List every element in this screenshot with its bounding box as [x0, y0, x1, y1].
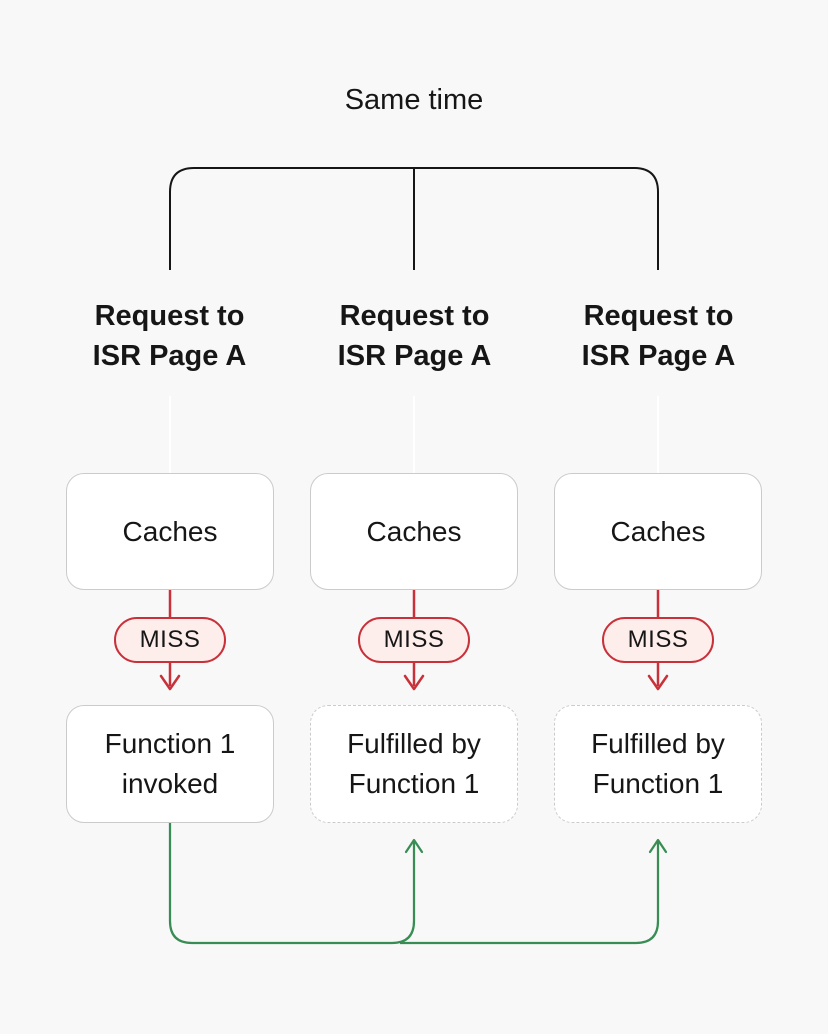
fulfilled-box-3-line2: Function 1 — [592, 768, 724, 799]
request-label-3-line1: Request to — [583, 300, 734, 332]
cache-box-3: Caches — [554, 473, 762, 590]
cache-box-3-label: Caches — [610, 515, 706, 547]
function-invoked-line2: invoked — [121, 768, 219, 799]
cache-box-2: Caches — [310, 473, 518, 590]
cache-box-2-label: Caches — [366, 515, 462, 547]
miss-badge-1-label: MISS — [139, 626, 201, 653]
same-time-bracket — [169, 167, 659, 270]
diagram-title: Same time — [344, 84, 484, 116]
miss-badge-2-label: MISS — [383, 626, 445, 653]
fulfillment-path-to-column-3 — [400, 842, 660, 945]
fulfilled-box-3: Fulfilled by Function 1 — [554, 705, 762, 823]
miss-badge-3: MISS — [602, 617, 714, 663]
miss-arrow-head-2 — [403, 674, 425, 691]
request-label-1: Request to ISR Page A — [64, 296, 275, 376]
cache-box-1: Caches — [66, 473, 274, 590]
cache-box-1-label: Caches — [122, 515, 218, 547]
fulfillment-path-to-column-2 — [168, 822, 416, 945]
fulfilled-box-2-line1: Fulfilled by — [347, 728, 481, 759]
fulfillment-arrow-head-3 — [648, 838, 668, 854]
miss-badge-1: MISS — [114, 617, 226, 663]
miss-arrow-head-3 — [647, 674, 669, 691]
request-label-3: Request to ISR Page A — [553, 296, 764, 376]
request-label-2-line1: Request to — [339, 300, 490, 332]
request-label-3-line2: ISR Page A — [581, 340, 736, 372]
function-invoked-line1: Function 1 — [104, 728, 236, 759]
miss-badge-2: MISS — [358, 617, 470, 663]
request-label-1-line1: Request to — [94, 300, 245, 332]
fulfilled-box-2: Fulfilled by Function 1 — [310, 705, 518, 823]
request-connector-2 — [413, 396, 415, 473]
fulfilled-box-3-line1: Fulfilled by — [591, 728, 725, 759]
miss-arrow-head-1 — [159, 674, 181, 691]
request-label-1-line2: ISR Page A — [92, 340, 247, 372]
request-label-2: Request to ISR Page A — [309, 296, 520, 376]
request-label-2-line2: ISR Page A — [337, 340, 492, 372]
miss-badge-3-label: MISS — [627, 626, 689, 653]
request-connector-3 — [657, 396, 659, 473]
fulfilled-box-2-line2: Function 1 — [348, 768, 480, 799]
fulfillment-arrow-head-2 — [404, 838, 424, 854]
function-invoked-box: Function 1 invoked — [66, 705, 274, 823]
request-connector-1 — [169, 396, 171, 473]
